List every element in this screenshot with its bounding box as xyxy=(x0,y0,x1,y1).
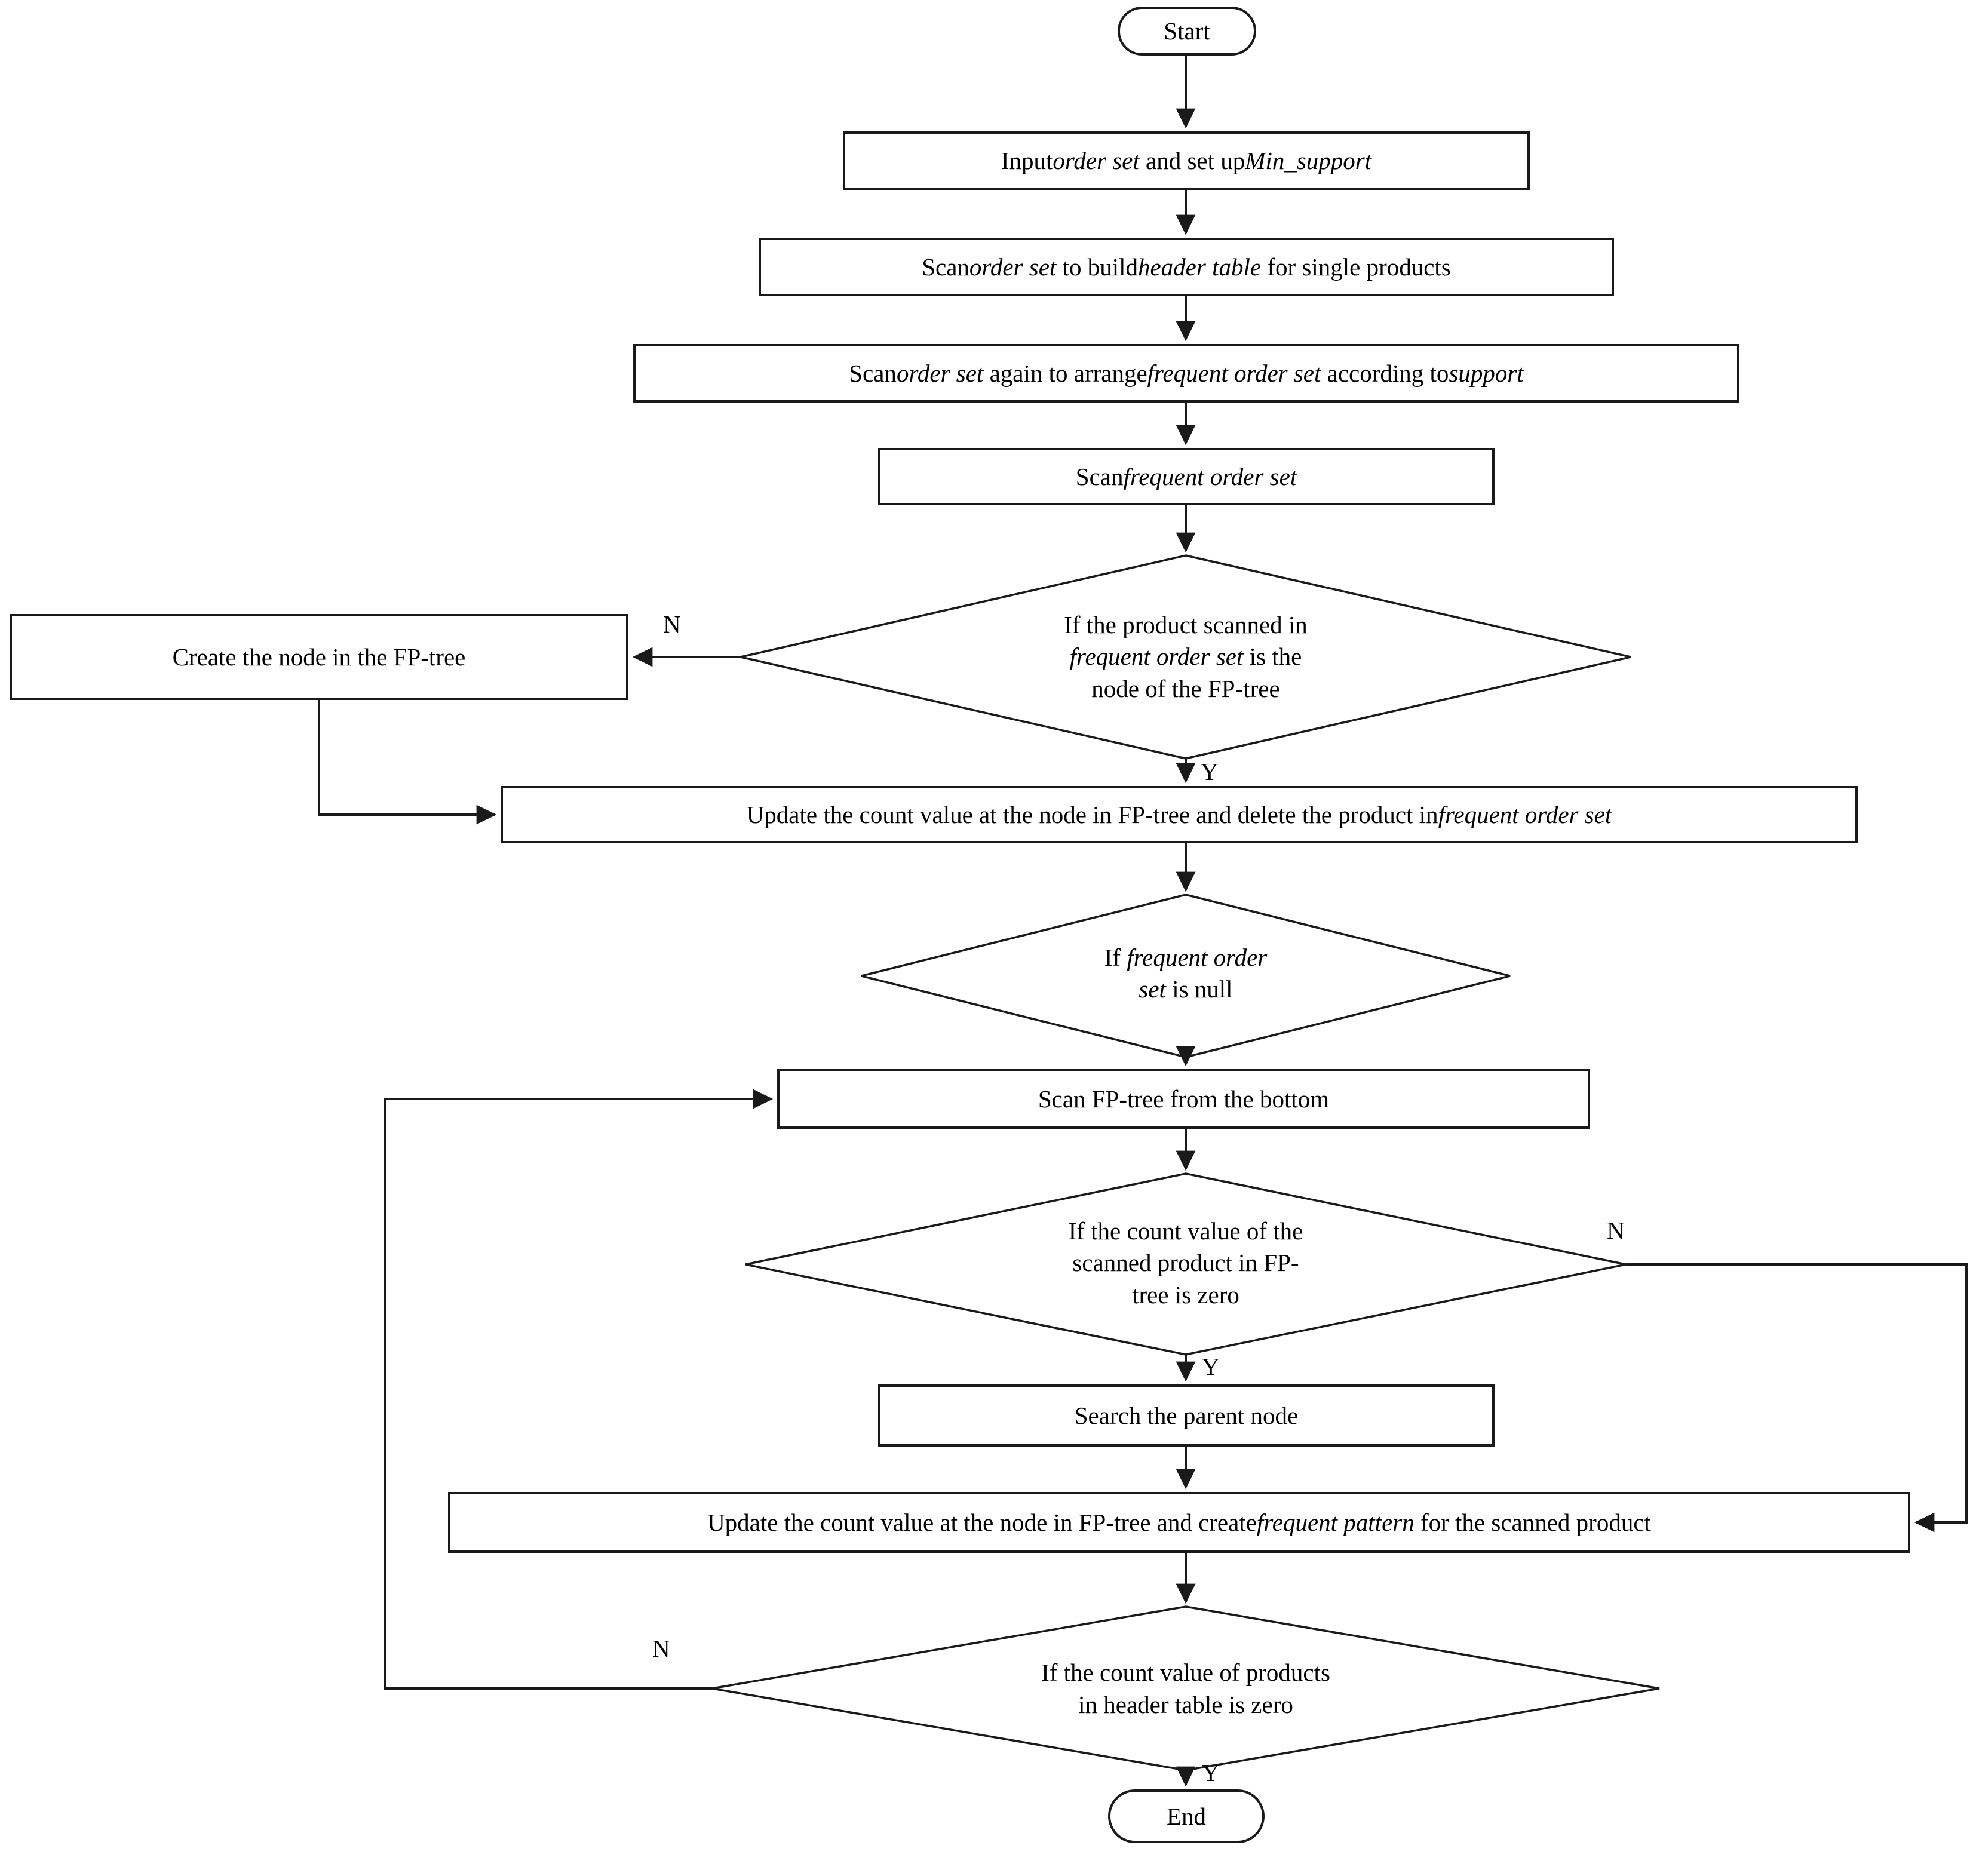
edge-label-is-node-no: N xyxy=(663,610,681,638)
node-search-parent-shape xyxy=(878,1384,1495,1447)
node-scan-again-arrange-shape xyxy=(633,344,1739,403)
node-scan-fp-bottom-shape xyxy=(777,1069,1590,1129)
node-start-shape xyxy=(1118,7,1256,56)
node-decide-header-zero-shape xyxy=(711,1605,1660,1771)
edge-label-header-zero-no: N xyxy=(652,1635,670,1662)
edge-label-count-zero-no: N xyxy=(1607,1217,1625,1244)
node-scan-frequent-order-set-shape xyxy=(878,448,1495,505)
node-create-node-shape xyxy=(10,614,628,700)
node-update-create-pattern-shape xyxy=(448,1492,1910,1553)
node-input-order-set-shape xyxy=(843,131,1530,190)
edge-decidecountzero-no-to-updatecreate xyxy=(1626,1263,1968,1533)
node-update-delete-shape xyxy=(501,786,1858,843)
node-decide-null-shape xyxy=(861,894,1511,1058)
edge-createnode-to-update xyxy=(318,699,497,825)
node-decide-is-node-shape xyxy=(740,554,1631,760)
node-decide-count-zero-shape xyxy=(745,1172,1627,1356)
edge-label-count-zero-yes: Y xyxy=(1202,1353,1220,1380)
node-scan-build-header-shape xyxy=(759,238,1614,296)
node-end-shape xyxy=(1108,1789,1265,1843)
edge-label-is-node-yes: Y xyxy=(1201,758,1219,785)
edge-decideheaderzero-no-to-scanfpbottom xyxy=(384,1089,774,1690)
edge-label-header-zero-yes: Y xyxy=(1202,1759,1220,1786)
